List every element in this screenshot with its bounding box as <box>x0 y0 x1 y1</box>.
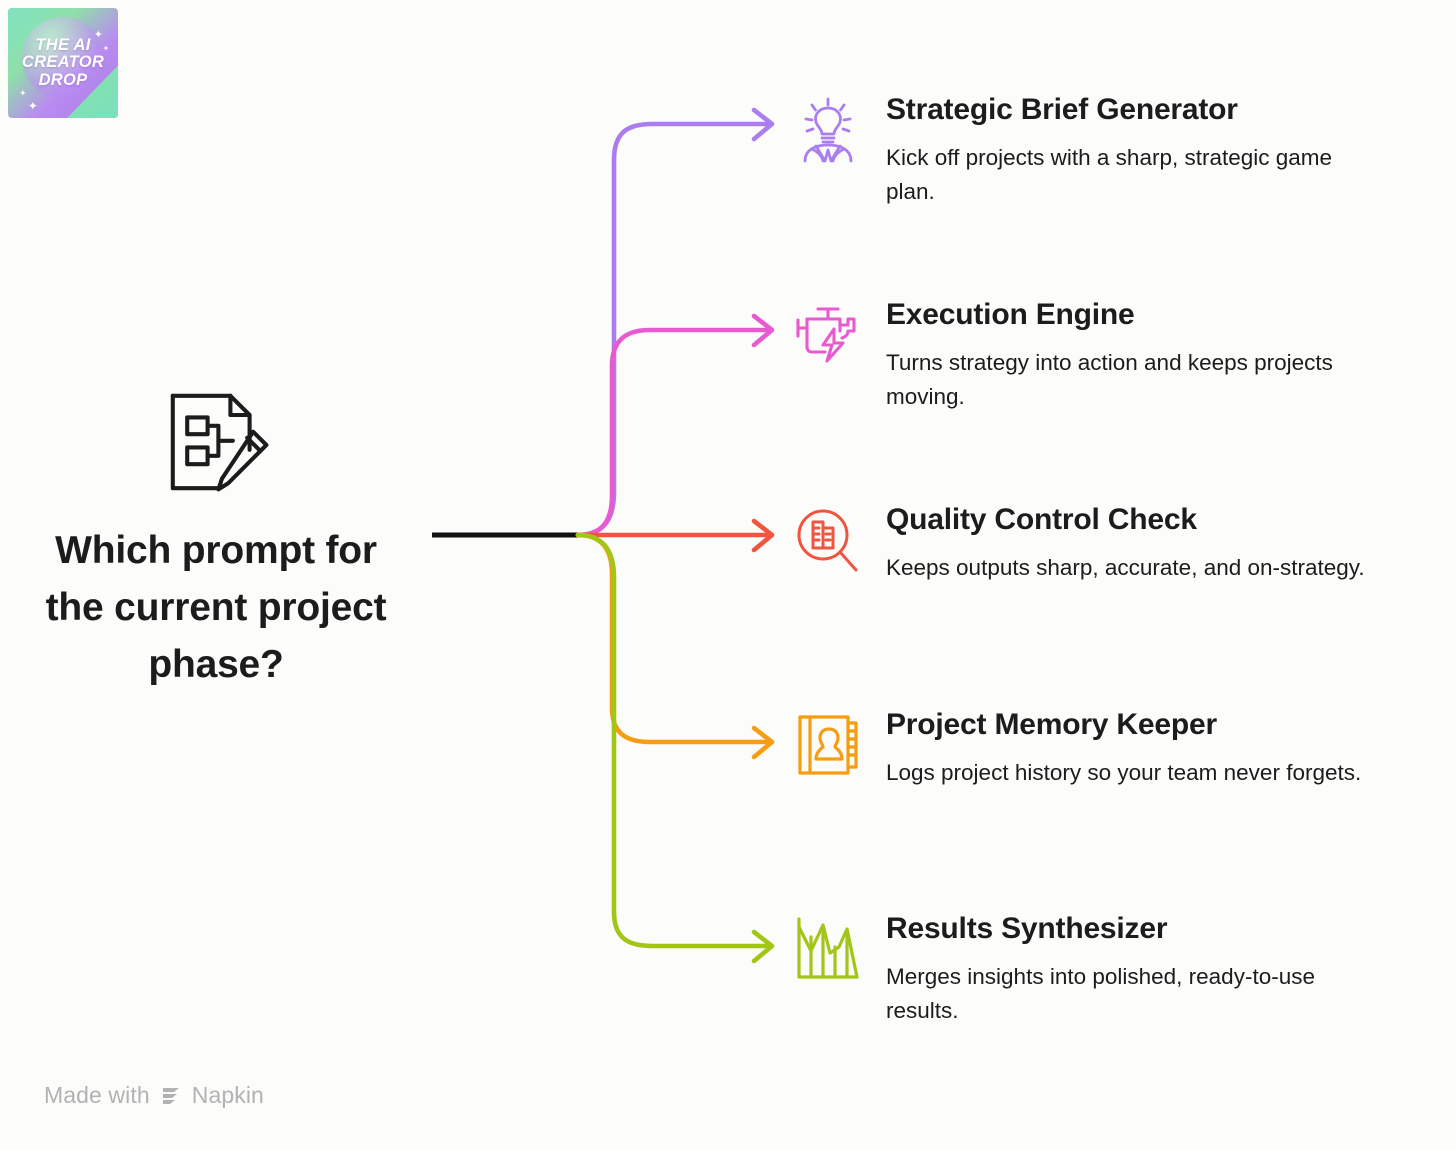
watermark-brand: Napkin <box>191 1082 264 1108</box>
branch-item-execution-engine[interactable]: Execution Engine Turns strategy into act… <box>792 297 1386 414</box>
branch-description: Logs project history so your team never … <box>886 760 1362 786</box>
logo-line-2: CREATOR <box>21 53 105 72</box>
branch-content: Execution Engine Turns strategy into act… <box>886 297 1386 414</box>
napkin-logo-icon <box>162 1087 179 1104</box>
root-question-title: Which prompt for the current project pha… <box>45 529 387 686</box>
document-with-pencil-icon <box>170 393 269 492</box>
sparkle-icon: ✦ <box>27 99 38 114</box>
sparkle-icon: ✦ <box>102 44 110 54</box>
logo-line-1: THE AI <box>35 35 91 54</box>
logo-orb <box>22 16 104 99</box>
branch-content: Strategic Brief Generator Kick off proje… <box>886 92 1386 209</box>
engine-lightning-icon <box>796 307 856 363</box>
arrowhead-quality-control-check <box>751 518 775 553</box>
address-book-person-icon <box>798 715 858 775</box>
branch-title: Strategic Brief Generator <box>886 93 1238 126</box>
arrowhead-strategic-brief-generator <box>751 107 775 142</box>
branch-content: Results Synthesizer Merges insights into… <box>886 911 1386 1028</box>
connector-results-synthesizer <box>575 532 773 949</box>
root-node: Which prompt for the current project pha… <box>26 385 406 694</box>
branch-description: Merges insights into polished, ready-to-… <box>886 964 1315 1024</box>
logo-line-3: DROP <box>38 70 88 89</box>
branch-description: Keeps outputs sharp, accurate, and on-st… <box>886 555 1365 581</box>
logo-text: THE AI CREATOR DROP <box>8 8 118 118</box>
connector-strategic-brief-generator <box>575 121 773 538</box>
lightbulb-brain-icon <box>803 97 853 163</box>
connector-project-memory-keeper <box>575 532 773 745</box>
branch-item-quality-control-check[interactable]: Quality Control Check Keeps outputs shar… <box>792 502 1386 585</box>
magnifier-document-icon <box>797 509 858 572</box>
napkin-watermark[interactable]: Made with Napkin <box>44 1082 264 1109</box>
branch-title: Results Synthesizer <box>886 912 1168 945</box>
sparkle-icon: ✦ <box>93 29 104 41</box>
branch-title: Quality Control Check <box>886 503 1197 536</box>
branch-item-project-memory-keeper[interactable]: Project Memory Keeper Logs project histo… <box>792 707 1386 790</box>
branch-content: Quality Control Check Keeps outputs shar… <box>886 502 1386 585</box>
connector-execution-engine <box>575 327 773 538</box>
arrowhead-project-memory-keeper <box>751 725 775 760</box>
branch-description: Turns strategy into action and keeps pro… <box>886 350 1333 410</box>
watermark-prefix: Made with <box>44 1082 150 1108</box>
branch-item-results-synthesizer[interactable]: Results Synthesizer Merges insights into… <box>792 911 1386 1028</box>
the-ai-creator-drop-logo: ✦ ✦ ✦ ✦ THE AI CREATOR DROP <box>8 8 118 118</box>
bar-chart-line-icon <box>797 917 859 979</box>
branch-content: Project Memory Keeper Logs project histo… <box>886 707 1386 790</box>
branch-title: Project Memory Keeper <box>886 708 1217 741</box>
branch-item-strategic-brief-generator[interactable]: Strategic Brief Generator Kick off proje… <box>792 92 1386 209</box>
arrowhead-results-synthesizer <box>751 929 775 964</box>
branch-title: Execution Engine <box>886 298 1135 331</box>
branch-description: Kick off projects with a sharp, strategi… <box>886 145 1333 205</box>
arrowhead-execution-engine <box>751 313 775 348</box>
sparkle-icon: ✦ <box>19 88 27 99</box>
